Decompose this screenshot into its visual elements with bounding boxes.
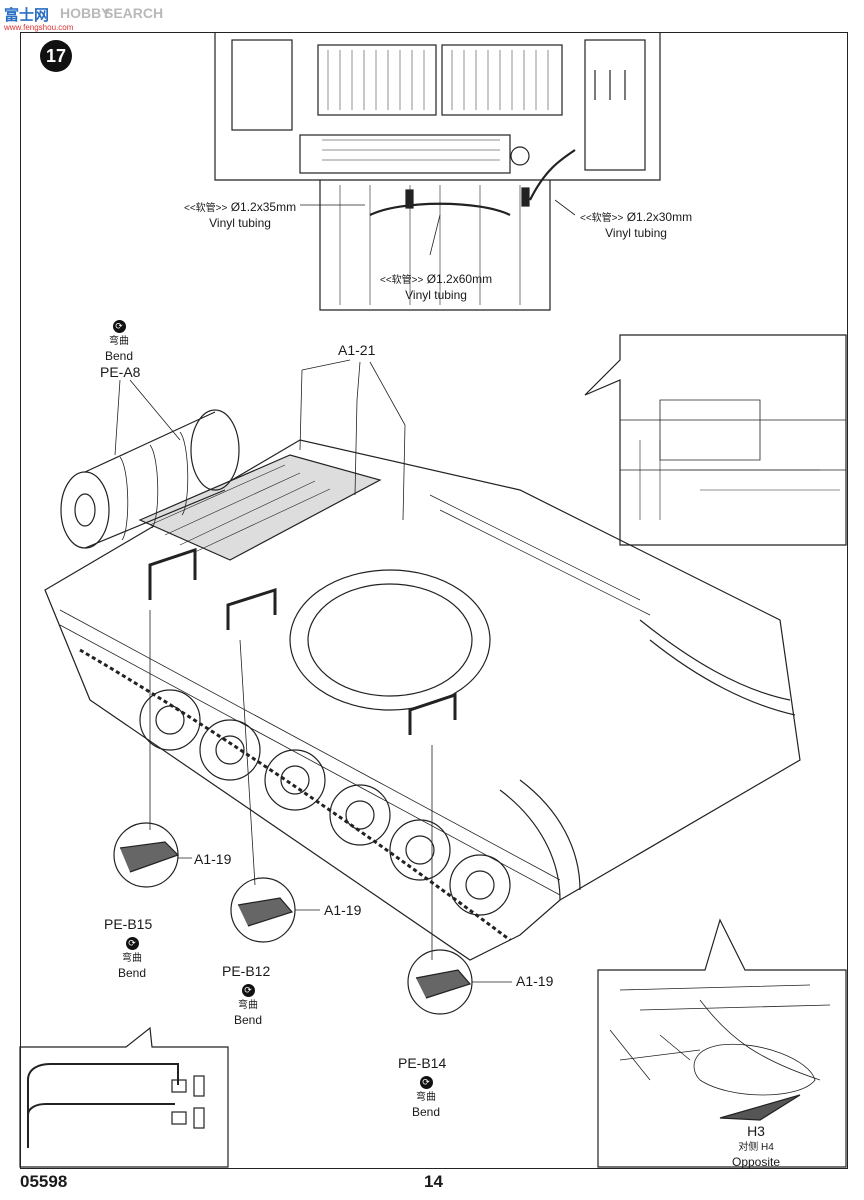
tubing-prefix: <<软管>>: [580, 213, 624, 224]
product-code: 05598: [20, 1172, 68, 1191]
bend-en: Bend: [118, 966, 147, 980]
part-label-a1-19: A1-19: [324, 902, 362, 918]
bend-note-pe-b15: ⟳ 弯曲 Bend: [118, 935, 146, 980]
detail-callout-bottom-left: [19, 1026, 229, 1168]
page-number: 14: [424, 1172, 443, 1191]
hull: [44, 439, 801, 961]
zoom-circles: [113, 822, 473, 1015]
bend-en: Bend: [234, 1013, 263, 1027]
tubing-prefix: <<软管>>: [184, 203, 228, 214]
tubing-label-60mm: <<软管>> Ø1.2x60mm Vinyl tubing: [380, 272, 492, 302]
bend-icon: ⟳: [125, 937, 139, 950]
step-number: 17: [45, 46, 67, 66]
part-label-pe-b14: PE-B14: [398, 1055, 447, 1071]
detail-callout-top: [584, 334, 847, 546]
step-badge: 17: [40, 40, 72, 72]
tubing-spec: Ø1.2x60mm: [426, 272, 493, 286]
bend-note-pe-b14: ⟳ 弯曲 Bend: [412, 1074, 440, 1119]
tubing-prefix: <<软管>>: [380, 275, 424, 286]
bend-icon: ⟳: [419, 1076, 433, 1089]
tubing-name: Vinyl tubing: [405, 288, 467, 302]
handles: [148, 547, 457, 735]
opposite-label: Opposite: [732, 1155, 781, 1169]
detail-callout-bottom-right: [597, 918, 847, 1168]
bend-en: Bend: [412, 1105, 441, 1119]
watermark: 富士网 HOBBY SEARCH www.fengshou.com: [4, 4, 164, 34]
watermark-search: SEARCH: [104, 5, 164, 21]
bend-icon: ⟳: [112, 320, 126, 333]
bend-en: Bend: [105, 349, 134, 363]
part-label-a1-21: A1-21: [338, 342, 376, 358]
tubing-label-35mm: <<软管>> Ø1.2x35mm Vinyl tubing: [184, 200, 296, 230]
bend-cn: 弯曲: [238, 1000, 259, 1011]
part-label-h4: 对侧 H4: [738, 1142, 774, 1153]
road-wheels: [79, 648, 511, 942]
tubing-name: Vinyl tubing: [605, 226, 667, 240]
part-label-a1-19: A1-19: [516, 973, 554, 989]
bend-cn: 弯曲: [416, 1092, 437, 1103]
bend-note-pe-a8: ⟳ 弯曲 Bend: [105, 318, 133, 363]
bend-cn: 弯曲: [109, 336, 130, 347]
page-frame: [20, 32, 848, 1169]
part-label-h3: H3: [747, 1123, 765, 1139]
tubing-label-30mm: <<软管>> Ø1.2x30mm Vinyl tubing: [580, 210, 692, 240]
watermark-logo: 富士网: [4, 7, 50, 24]
rear-deck-detail: [214, 32, 661, 311]
tubing-name: Vinyl tubing: [209, 216, 271, 230]
part-label-h3-h4: H3 对侧 H4 Opposite: [732, 1124, 780, 1169]
tubing-spec: Ø1.2x30mm: [626, 210, 693, 224]
part-label-pe-b15: PE-B15: [104, 916, 153, 932]
part-label-a1-19: A1-19: [194, 851, 232, 867]
bend-icon: ⟳: [241, 984, 255, 997]
tubing-spec: Ø1.2x35mm: [230, 200, 297, 214]
part-label-pe-a8: PE-A8: [100, 364, 141, 380]
bend-note-pe-b12: ⟳ 弯曲 Bend: [234, 982, 262, 1027]
fuel-drums: [60, 409, 240, 549]
part-label-pe-b12: PE-B12: [222, 963, 271, 979]
watermark-brand: HOBBY: [60, 5, 111, 21]
watermark-site: www.fengshou.com: [4, 23, 74, 32]
bend-cn: 弯曲: [122, 953, 143, 964]
